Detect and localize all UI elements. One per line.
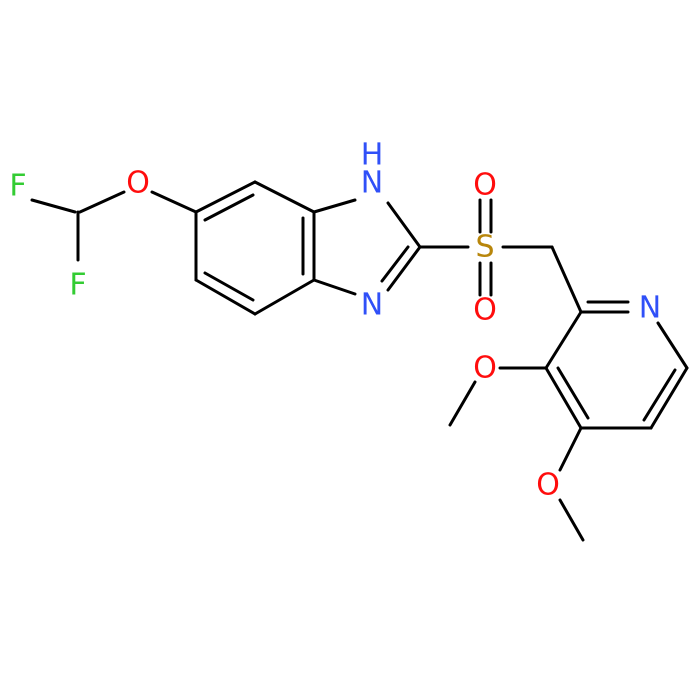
bond-n1-c2	[386, 201, 422, 249]
nh-nitrogen-atom: N	[361, 166, 383, 201]
bond-o-ring	[150, 190, 198, 214]
fluorine-atom-2: F	[69, 268, 86, 303]
bond-c3a-c4	[253, 278, 316, 316]
bond-o4-ch3	[558, 498, 585, 542]
bond-c7a-n1	[312, 198, 357, 214]
ether-oxygen-atom: O	[126, 166, 150, 201]
sulfonyl-group	[418, 198, 554, 297]
bond-c4py-o4	[558, 426, 583, 472]
sulfonyl-oxygen-top-atom: O	[473, 168, 497, 203]
methoxy-oxygen-4-atom: O	[536, 468, 560, 503]
pyridine-ring	[544, 245, 689, 430]
fluorine-atom-1: F	[9, 169, 26, 204]
bond-c6-c7	[194, 180, 257, 214]
sulfonyl-oxygen-bottom-atom: O	[473, 293, 497, 328]
bond-c4py-c3py	[544, 366, 583, 430]
benzene-ring	[194, 180, 316, 316]
methoxy-oxygen-3-atom: O	[473, 351, 497, 386]
bond-c2-n3	[386, 245, 422, 292]
imidazole-ring	[312, 198, 422, 296]
imidazole-nitrogen-atom: N	[361, 288, 383, 323]
bond-c6py-c5py	[649, 366, 689, 430]
difluoromethoxy-group	[30, 190, 198, 262]
sulfur-atom: S	[475, 230, 494, 265]
bond-n-c6py	[656, 321, 689, 370]
nh-hydrogen-atom: H	[361, 138, 384, 173]
bond-c2-n3-inner	[380, 245, 410, 283]
bond-f1-chf2	[30, 198, 77, 214]
bond-chf2-o	[78, 190, 126, 214]
bond-c3py-c2py	[544, 310, 583, 370]
bond-c4-c5	[194, 278, 257, 316]
bond-o3-ch3	[448, 380, 477, 427]
bond-c4py-c3py-inner	[556, 366, 590, 420]
bond-c6-c7-inner	[203, 193, 255, 222]
bond-c4-c5-inner	[203, 271, 255, 302]
atom-labels: F F O N H N S O O N O O	[9, 138, 661, 503]
bond-c6py-c5py-inner	[642, 368, 677, 422]
methoxy-groups	[448, 366, 585, 542]
bond-ch2-c2py	[550, 245, 583, 314]
bond-n3-c3a	[312, 278, 357, 296]
pyridine-nitrogen-atom: N	[639, 291, 661, 326]
bond-c7-c7a	[253, 180, 316, 214]
